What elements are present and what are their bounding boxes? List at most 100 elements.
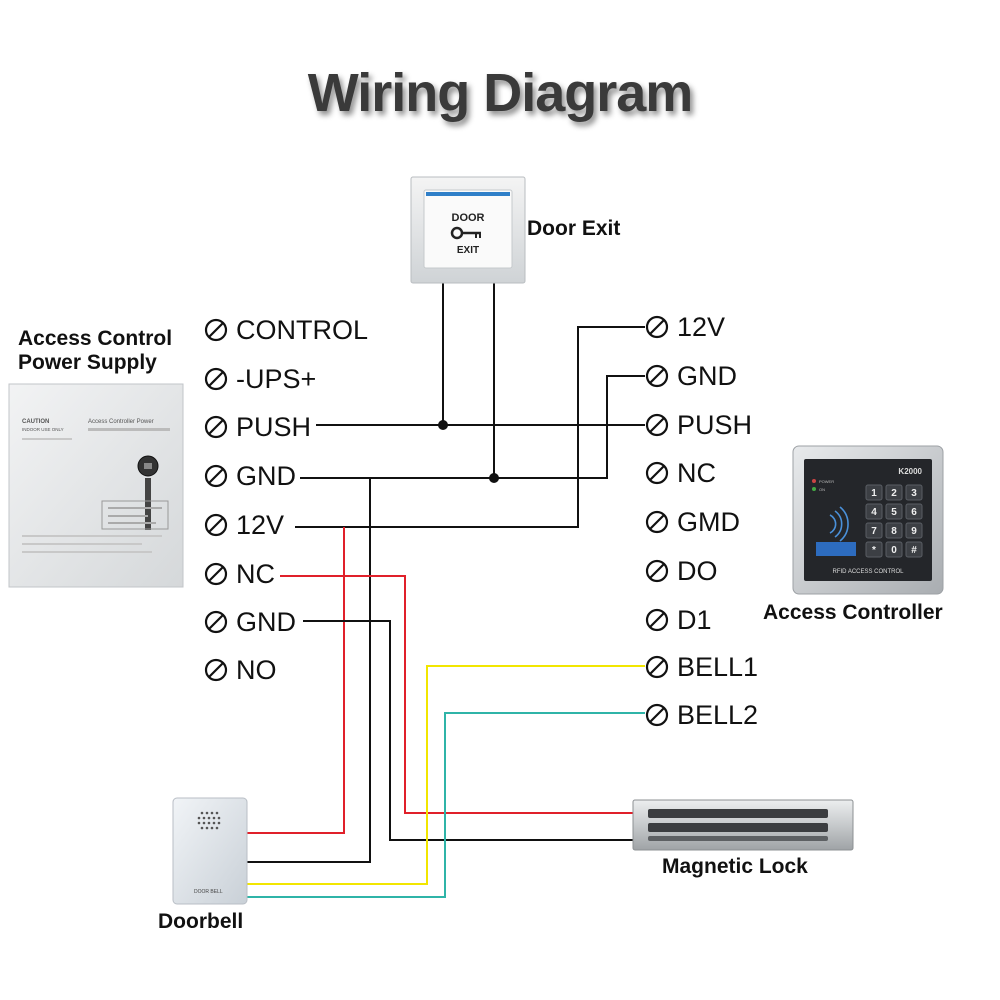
power-terminal-nc: NC	[204, 558, 275, 590]
wire-gnd-controller-gnd	[300, 375, 645, 479]
controller-led-on: ON	[819, 487, 825, 492]
power-terminal-no: NO	[204, 654, 277, 686]
power-terminal-ups: -UPS+	[204, 363, 316, 395]
controller-led-power: POWER	[819, 479, 834, 484]
psu-sticker-indoor: INDOOR USE ONLY	[22, 427, 64, 432]
controller-model: K2000	[898, 467, 922, 476]
power-supply-box: CAUTION INDOOR USE ONLY Access Controlle…	[8, 383, 184, 588]
magnetic-lock-label: Magnetic Lock	[662, 855, 808, 878]
keypad-key-label: 2	[891, 488, 897, 499]
controller-terminal-label: BELL2	[677, 699, 759, 730]
screw-terminal-icon	[204, 513, 228, 537]
power-terminal-label: CONTROL	[236, 314, 369, 345]
doorbell-label: Doorbell	[158, 910, 244, 933]
junction-dot-gnd	[489, 473, 499, 483]
doorbell-plate-text: DOOR BELL	[194, 889, 223, 895]
power-terminal-label: GND	[236, 460, 296, 491]
screw-terminal-icon	[645, 655, 669, 679]
psu-sticker-title: Access Controller Power	[88, 419, 154, 425]
keypad-key-label: 3	[911, 488, 917, 499]
power-terminal-12v: 12V	[204, 509, 284, 541]
power-terminal-label: GND	[236, 606, 296, 637]
key-icon	[450, 226, 481, 240]
screw-terminal-icon	[204, 562, 228, 586]
screw-terminal-icon	[204, 415, 228, 439]
controller-terminal-push: PUSH	[645, 409, 752, 441]
wire-gnd-lock	[303, 620, 633, 841]
power-terminal-label: PUSH	[236, 411, 312, 442]
controller-terminal-label: NC	[677, 457, 716, 488]
screw-terminal-icon	[204, 464, 228, 488]
psu-sticker-caution: CAUTION	[22, 419, 49, 425]
controller-terminal-label: BELL1	[677, 651, 759, 682]
keypad-key	[905, 503, 923, 520]
key-icon	[145, 478, 151, 530]
door-exit-label: Door Exit	[527, 217, 621, 240]
screw-terminal-icon	[645, 608, 669, 632]
screw-terminal-icon	[204, 610, 228, 634]
power-terminal-gnd-2: GND	[204, 606, 296, 638]
speaker-grille-icon	[197, 811, 221, 830]
screw-terminal-icon	[645, 461, 669, 485]
power-terminal-push: PUSH	[204, 411, 311, 443]
wire-12v-controller-12v	[295, 326, 645, 528]
controller-terminal-do: DO	[645, 555, 718, 587]
controller-terminal-gnd: GND	[645, 360, 737, 392]
screw-terminal-icon	[204, 658, 228, 682]
keypad-key	[905, 541, 923, 558]
access-controller-label: Access Controller	[763, 601, 943, 624]
magnetic-lock-device	[632, 799, 854, 851]
power-terminal-label: 12V	[236, 509, 285, 540]
power-supply-label: Access Control Power Supply	[18, 327, 172, 375]
doorbell-device: DOOR BELL	[172, 797, 248, 905]
controller-terminal-d1: D1	[645, 604, 712, 636]
keypad-key-label: 9	[911, 526, 917, 537]
door-exit-plate-text-1: DOOR	[452, 212, 485, 224]
door-exit-plate-text-2: EXIT	[457, 245, 479, 256]
wire-gnd-doorbell	[247, 478, 371, 863]
keypad-key	[885, 503, 903, 520]
keypad-key-label: *	[872, 545, 876, 556]
screw-terminal-icon	[645, 364, 669, 388]
keypad-key	[905, 522, 923, 539]
screw-terminal-icon	[645, 413, 669, 437]
screw-terminal-icon	[204, 318, 228, 342]
power-supply-label-line1: Access Control	[18, 327, 173, 350]
controller-terminal-label: GMD	[677, 506, 740, 537]
junction-dot-push	[438, 420, 448, 430]
keypad-key-label: 0	[891, 545, 897, 556]
keypad-key-label: #	[911, 545, 917, 556]
controller-terminal-bell2: BELL2	[645, 699, 758, 731]
controller-terminal-label: PUSH	[677, 409, 753, 440]
screw-terminal-icon	[645, 315, 669, 339]
keypad-key	[885, 541, 903, 558]
controller-terminal-label: DO	[677, 555, 718, 586]
wire-bell2-teal	[247, 712, 645, 898]
keypad-key-label: 8	[891, 526, 897, 537]
keypad-key	[905, 484, 923, 501]
controller-terminal-label: GND	[677, 360, 737, 391]
keypad-key	[865, 541, 883, 558]
power-terminal-label: -UPS+	[236, 363, 317, 394]
keypad-key-label: 6	[911, 507, 917, 518]
keypad-key-label: 7	[871, 526, 877, 537]
power-terminal-gnd-1: GND	[204, 460, 296, 492]
keypad-key-label: 5	[891, 507, 897, 518]
controller-terminal-12v: 12V	[645, 311, 725, 343]
keypad-key	[865, 522, 883, 539]
screw-terminal-icon	[204, 367, 228, 391]
power-supply-label-line2: Power Supply	[18, 351, 157, 374]
wire-nc-lock-red	[280, 575, 633, 814]
wire-12v-doorbell-red	[247, 527, 345, 834]
controller-footer: RFID ACCESS CONTROL	[832, 569, 904, 575]
keypad-key-label: 1	[871, 488, 877, 499]
wire-bell1-yellow	[247, 665, 645, 885]
controller-terminal-bell1: BELL1	[645, 651, 758, 683]
power-terminal-label: NC	[236, 558, 275, 589]
page-title: Wiring Diagram	[307, 63, 694, 123]
controller-terminal-gmd: GMD	[645, 506, 740, 538]
keypad-key	[885, 484, 903, 501]
